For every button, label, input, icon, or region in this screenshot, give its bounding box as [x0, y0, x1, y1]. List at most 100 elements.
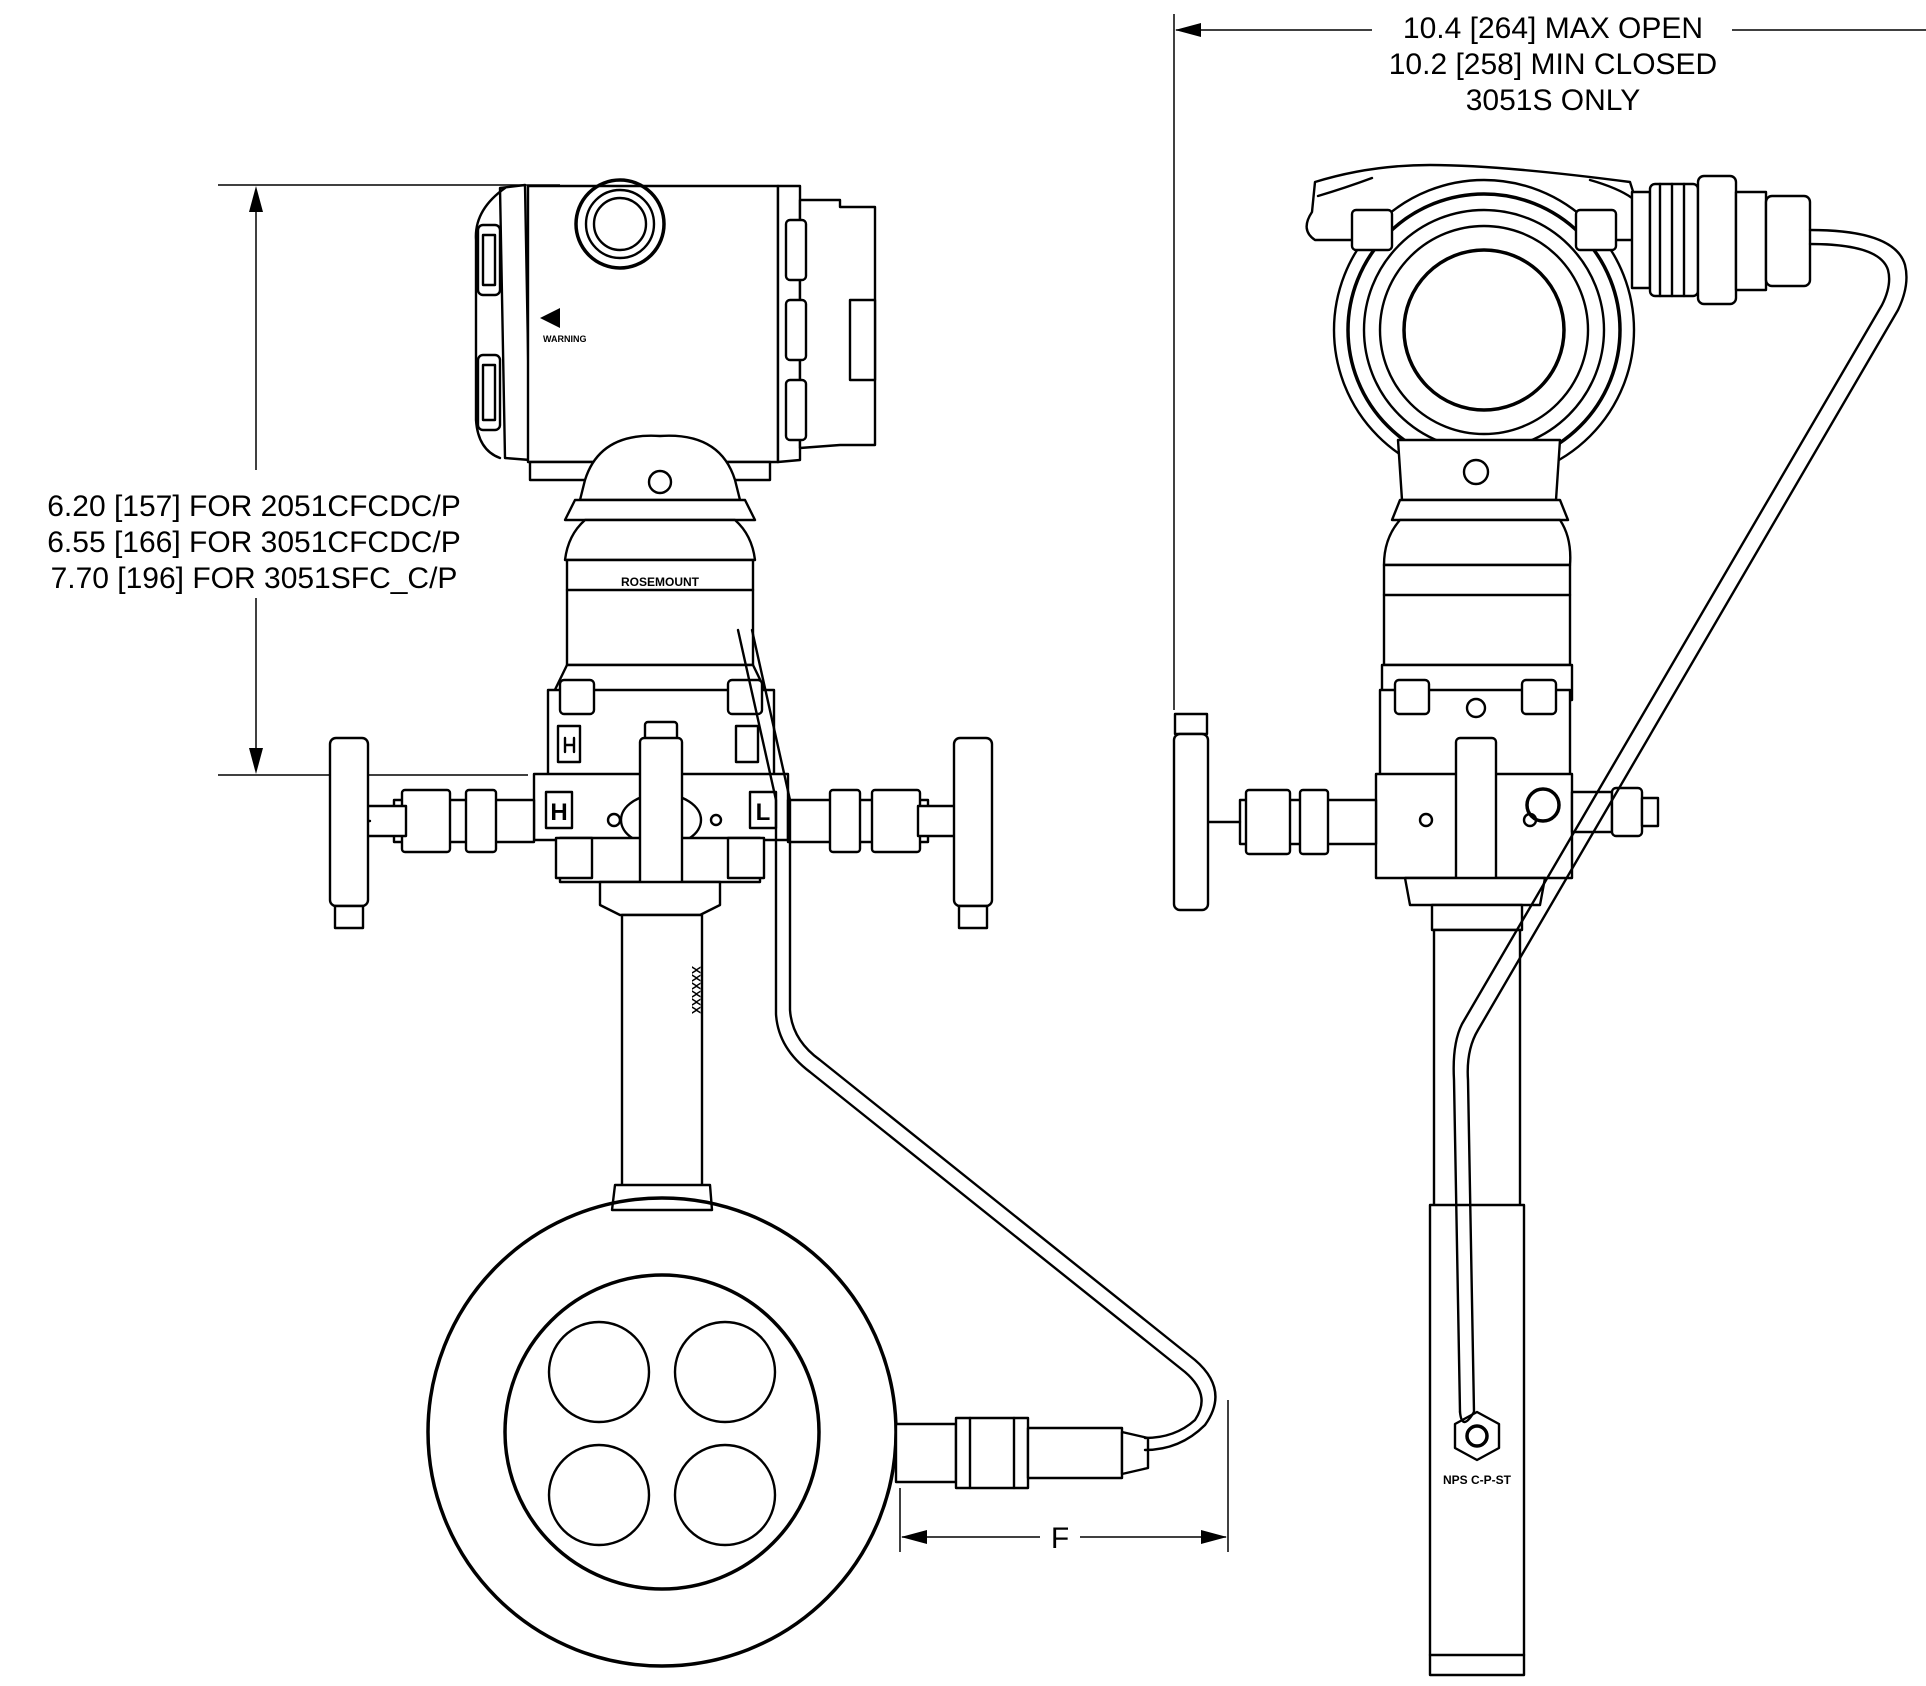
side-neck-screw — [1462, 458, 1490, 486]
left-valve-handle-cap — [333, 904, 365, 930]
side-hex-fitting — [1453, 1410, 1501, 1462]
side-flange-bolt-right — [1520, 678, 1558, 716]
center-valve-stem — [638, 736, 684, 904]
side-manifold-hole-1 — [1418, 812, 1434, 828]
serial-marking: XXXXXX — [689, 966, 703, 1014]
left-valve-handle[interactable] — [328, 736, 370, 908]
orifice-hole-1 — [547, 1320, 651, 1424]
side-left-valve-hex — [1244, 788, 1292, 856]
front-cable — [736, 628, 1217, 1452]
side-manifold — [1374, 678, 1574, 907]
conduit-port-bore — [592, 196, 648, 252]
side-left-valve-cap — [1173, 712, 1209, 736]
side-cover-tab-left — [1350, 208, 1394, 252]
fitting-body-left — [894, 1422, 958, 1484]
display-cover-ring-3 — [1378, 224, 1590, 436]
side-cable-outer — [1466, 228, 1908, 1414]
side-cover-tab-right — [1574, 208, 1618, 252]
height-dimension: 6.20 [157] FOR 2051CFCDC/P 6.55 [166] FO… — [47, 184, 560, 776]
fitting-nose — [1120, 1430, 1150, 1476]
cable-outer — [750, 628, 1217, 1452]
manifold-block: H L — [532, 678, 790, 904]
side-neck-collar — [1390, 498, 1570, 522]
brand-marking: ROSEMOUNT — [621, 575, 700, 589]
side-left-valve-handle[interactable] — [1172, 732, 1210, 912]
right-valve-stem — [916, 804, 960, 838]
connector-knurl — [1648, 182, 1700, 298]
width-dim-line-3: 3051S ONLY — [1466, 84, 1641, 117]
arrow-up-icon — [249, 186, 263, 212]
side-flange-bolt-left — [1393, 678, 1431, 716]
fitting-hex — [954, 1416, 1030, 1490]
left-valve-packing-nut — [464, 788, 498, 854]
transmitter-housing: WARNING — [474, 178, 877, 522]
right-valve-handle[interactable] — [952, 736, 994, 908]
right-valve-handle-cap — [957, 904, 989, 930]
side-manifold-port — [1525, 787, 1561, 823]
neck-collar — [563, 498, 757, 522]
side-stem-tube — [1432, 928, 1522, 1212]
side-cable-inner — [1452, 242, 1891, 1414]
f-label: F — [1051, 1522, 1069, 1555]
side-neck-body — [1396, 438, 1562, 502]
display-window — [1402, 248, 1566, 412]
side-flange-plug — [1465, 697, 1487, 719]
right-cover-tab-2 — [784, 298, 808, 362]
primary-stem: XXXXXX — [598, 880, 722, 1212]
temperature-fitting — [894, 1416, 1150, 1490]
housing-left-cover — [498, 183, 532, 462]
orifice-hole-3 — [547, 1443, 651, 1547]
side-left-valve-packing — [1298, 788, 1330, 856]
side-manifold-lower — [1403, 876, 1547, 907]
stem-adapter — [598, 880, 722, 917]
width-dim-line-1: 10.4 [264] MAX OPEN — [1403, 12, 1703, 45]
side-sensor — [1380, 518, 1574, 702]
warning-text: WARNING — [543, 334, 587, 344]
left-valve-hex — [400, 788, 452, 854]
neck-set-screw — [647, 469, 673, 495]
right-cover-tab-1 — [784, 218, 808, 282]
housing-left-cover-outer — [474, 186, 507, 460]
width-dim-line-2: 10.2 [258] MIN CLOSED — [1389, 48, 1717, 81]
port-l-upper — [734, 724, 760, 764]
arrow-right-icon — [1201, 1530, 1227, 1544]
fitting-body-right — [1026, 1426, 1124, 1480]
side-cable-end — [1458, 1410, 1476, 1424]
housing-neck — [578, 434, 742, 502]
cover-lock-bottom-inner — [481, 363, 497, 422]
right-cover-boss — [848, 298, 877, 382]
height-dim-line-2: 6.55 [166] FOR 3051CFCDC/P — [47, 526, 461, 559]
width-dimension: 10.4 [264] MAX OPEN 10.2 [258] MIN CLOSE… — [1173, 12, 1926, 710]
orifice-ring-outer — [426, 1196, 898, 1668]
side-housing-rib-right — [1588, 178, 1634, 200]
arrow-left-icon — [901, 1530, 927, 1544]
side-stem: NPS C-P-ST — [1428, 903, 1526, 1677]
warning-arrow-icon — [540, 308, 560, 328]
orifice-plate — [426, 1196, 898, 1668]
connector-base — [1630, 190, 1652, 290]
orifice-hole-2 — [673, 1320, 777, 1424]
manifold-port-h — [544, 790, 574, 830]
manifold-hole-right — [709, 813, 723, 827]
connector-end — [1764, 194, 1812, 288]
side-right-fitting-hex — [1610, 786, 1644, 838]
arrow-down-icon — [249, 748, 263, 774]
sensor-module: ROSEMOUNT — [548, 518, 772, 702]
connector-sleeve — [1734, 190, 1768, 292]
nps-marking: NPS C-P-ST — [1443, 1473, 1512, 1487]
right-cover-tab-3 — [784, 378, 808, 442]
port-h-label: H — [550, 799, 567, 826]
side-connector — [1630, 174, 1812, 306]
height-dim-line-1: 6.20 [157] FOR 2051CFCDC/P — [47, 490, 461, 523]
port-l-label: L — [756, 799, 771, 826]
right-valve — [786, 736, 994, 930]
side-right-fitting-end — [1640, 796, 1660, 828]
left-valve — [328, 736, 536, 930]
side-housing — [1305, 163, 1644, 482]
f-dimension: F — [899, 1400, 1229, 1555]
side-sensor-body — [1382, 563, 1572, 667]
right-valve-hex — [870, 788, 922, 854]
flange-bolt-left — [558, 678, 596, 716]
arrow-left-icon — [1175, 23, 1201, 37]
